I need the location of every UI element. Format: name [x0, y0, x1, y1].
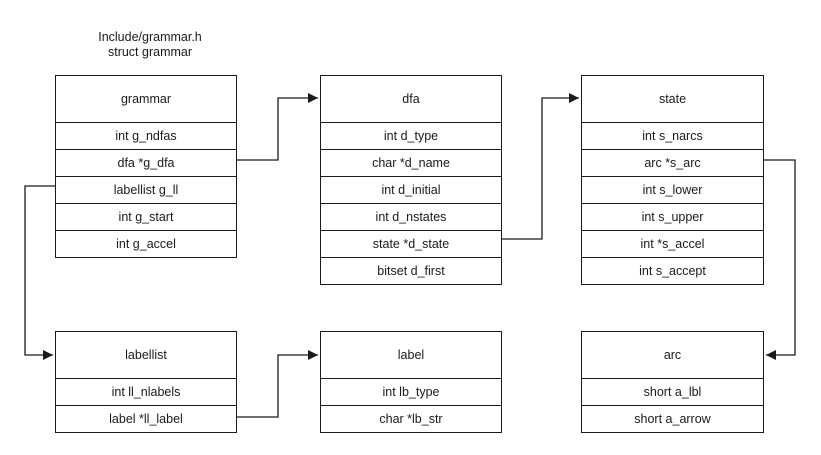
struct-state-title: state	[582, 76, 763, 123]
field-a-lbl: short a_lbl	[582, 379, 763, 406]
caption-struct-name: struct grammar	[107, 45, 193, 59]
struct-arc-box: arc short a_lbl short a_arrow	[581, 331, 764, 433]
struct-dfa-title: dfa	[321, 76, 501, 123]
field-d-nstates: int d_nstates	[321, 204, 501, 231]
arrow-d-state-to-state	[502, 93, 579, 240]
struct-dfa-box: dfa int d_type char *d_name int d_initia…	[320, 75, 502, 285]
field-d-initial: int d_initial	[321, 177, 501, 204]
field-ll-label: label *ll_label	[109, 412, 183, 426]
field-d-type: int d_type	[321, 123, 501, 150]
arrow-s-arc-to-arc	[764, 159, 796, 360]
struct-grammar-box: grammar int g_ndfas dfa *g_dfa labellist…	[55, 75, 237, 258]
field-s-upper: int s_upper	[582, 204, 763, 231]
arrow-g-ll-to-labellist	[24, 185, 55, 360]
struct-labellist-title: labellist	[56, 332, 236, 379]
field-g-ll: labellist g_ll	[56, 177, 236, 204]
struct-grammar-title: grammar	[56, 76, 236, 123]
field-g-accel: int g_accel	[116, 237, 176, 251]
struct-labellist-box: labellist int ll_nlabels label *ll_label	[55, 331, 237, 433]
field-s-arc: arc *s_arc	[582, 150, 763, 177]
struct-state-box: state int s_narcs arc *s_arc int s_lower…	[581, 75, 764, 285]
field-d-state: state *d_state	[321, 231, 501, 258]
field-s-accel: int *s_accel	[582, 231, 763, 258]
field-g-ndfas: int g_ndfas	[56, 123, 236, 150]
diagram-caption: Include/grammar.h struct grammar	[60, 30, 240, 60]
field-s-lower: int s_lower	[582, 177, 763, 204]
field-s-accept: int s_accept	[639, 264, 706, 278]
field-a-arrow: short a_arrow	[634, 412, 711, 426]
arrow-ll-label-to-label	[237, 350, 318, 418]
field-g-dfa: dfa *g_dfa	[56, 150, 236, 177]
field-lb-str: char *lb_str	[379, 412, 443, 426]
field-d-first: bitset d_first	[377, 264, 445, 278]
field-s-narcs: int s_narcs	[582, 123, 763, 150]
arrow-g-dfa-to-dfa	[237, 93, 318, 161]
field-d-name: char *d_name	[321, 150, 501, 177]
struct-arc-title: arc	[582, 332, 763, 379]
struct-label-title: label	[321, 332, 501, 379]
caption-filename: Include/grammar.h	[98, 30, 202, 44]
field-ll-nlabels: int ll_nlabels	[56, 379, 236, 406]
field-lb-type: int lb_type	[321, 379, 501, 406]
field-g-start: int g_start	[56, 204, 236, 231]
struct-label-box: label int lb_type char *lb_str	[320, 331, 502, 433]
